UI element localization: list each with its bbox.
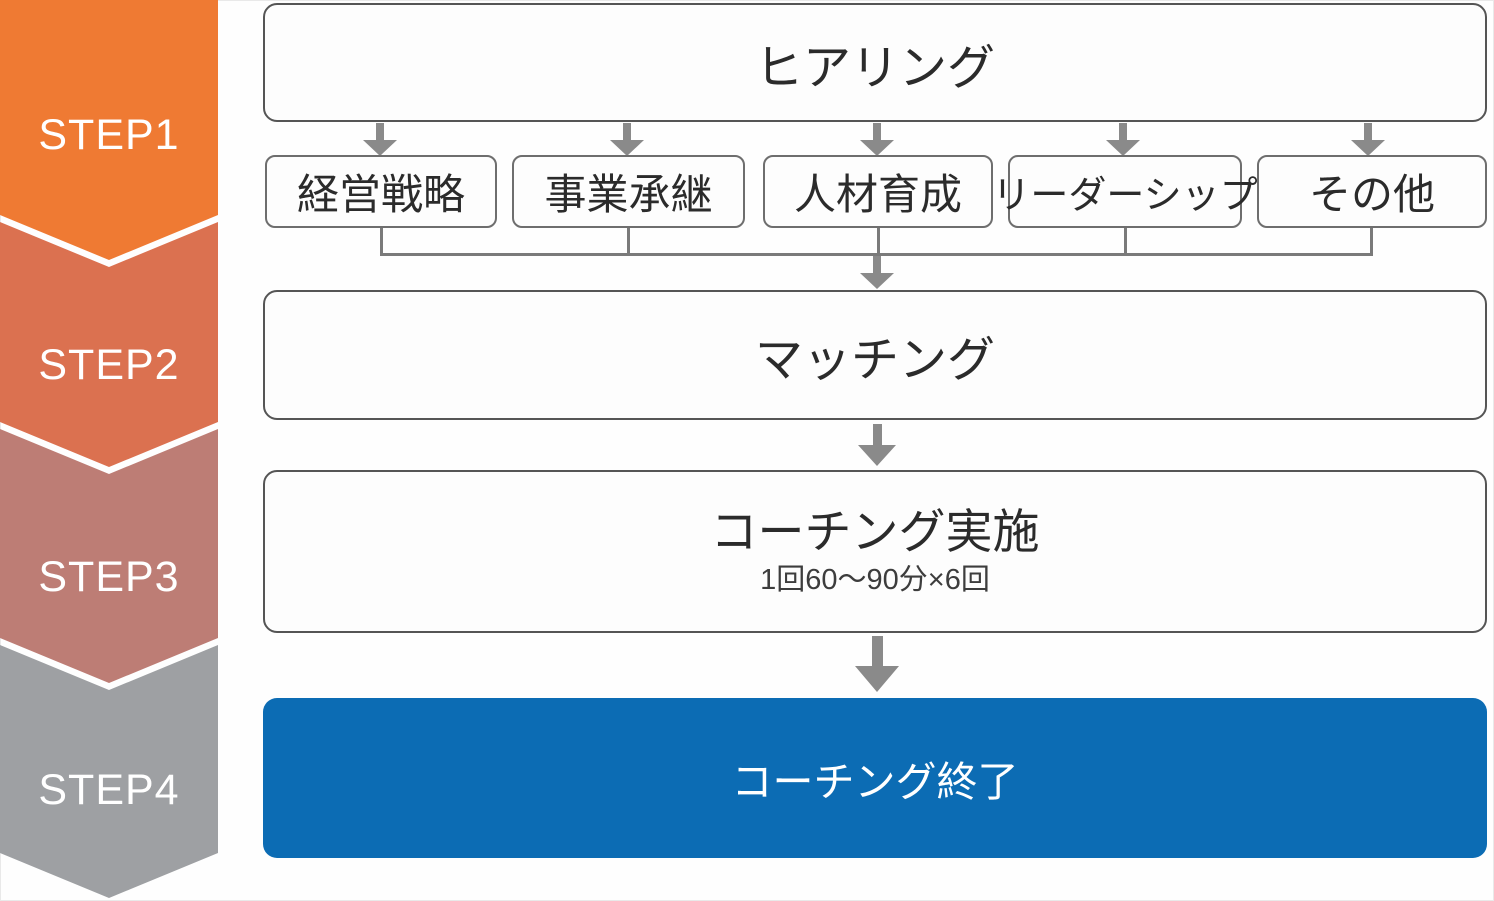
hearing-title: ヒアリング (754, 41, 995, 95)
coaching-title: コーチング実施 (710, 505, 1040, 558)
down-arrow (1351, 123, 1385, 156)
arrow-stem (376, 123, 384, 140)
arrow-stem (873, 123, 881, 140)
step1-chevron (0, 0, 218, 260)
matching-box: マッチング (263, 290, 1487, 420)
step1-label: STEP1 (38, 111, 180, 159)
arrow-head (1106, 140, 1140, 156)
category-label: 事業承継 (544, 171, 713, 218)
category-box-strategy: 経営戦略 (265, 155, 497, 228)
down-arrow (860, 123, 894, 156)
category-box-hr-development: 人材育成 (763, 155, 993, 228)
down-arrow (610, 123, 644, 156)
arrow-head (860, 273, 894, 289)
merge-line (380, 253, 1373, 256)
finish-box: コーチング終了 (263, 698, 1487, 858)
connector-line (1124, 228, 1127, 254)
down-arrow (1106, 123, 1140, 156)
step4-label: STEP4 (38, 766, 180, 814)
arrow-stem (872, 424, 882, 445)
matching-title: マッチング (754, 334, 995, 387)
category-box-other: その他 (1257, 155, 1487, 228)
arrow-head (610, 140, 644, 156)
category-box-succession: 事業承継 (512, 155, 745, 228)
coaching-sessions-note: 1回60〜90分×6回 (760, 564, 990, 596)
arrow-stem (623, 123, 631, 140)
arrow-stem (871, 636, 883, 666)
hearing-box: ヒアリング (263, 3, 1487, 122)
arrow-stem (873, 256, 881, 273)
connector-line (1370, 228, 1373, 254)
down-arrow (363, 123, 397, 156)
finish-title: コーチング終了 (731, 759, 1019, 805)
arrow-head (860, 140, 894, 156)
down-arrow (855, 636, 899, 692)
category-label: 経営戦略 (296, 171, 465, 218)
arrow-head (1351, 140, 1385, 156)
category-label: リーダーシップ (992, 175, 1258, 217)
arrow-stem (1119, 123, 1127, 140)
category-box-leadership: リーダーシップ (992, 155, 1258, 228)
down-arrow (860, 256, 894, 289)
category-label: その他 (1308, 171, 1435, 218)
arrow-head (855, 666, 899, 692)
arrow-stem (1364, 123, 1372, 140)
arrow-head (363, 140, 397, 156)
connector-line (380, 228, 383, 254)
down-arrow (858, 424, 896, 466)
category-label: 人材育成 (793, 171, 962, 218)
arrow-head (858, 445, 896, 466)
step3-label: STEP3 (38, 553, 180, 601)
connector-line (877, 228, 880, 254)
step2-label: STEP2 (38, 341, 180, 389)
connector-line (627, 228, 630, 254)
coaching-box: コーチング実施 1回60〜90分×6回 (263, 470, 1487, 633)
